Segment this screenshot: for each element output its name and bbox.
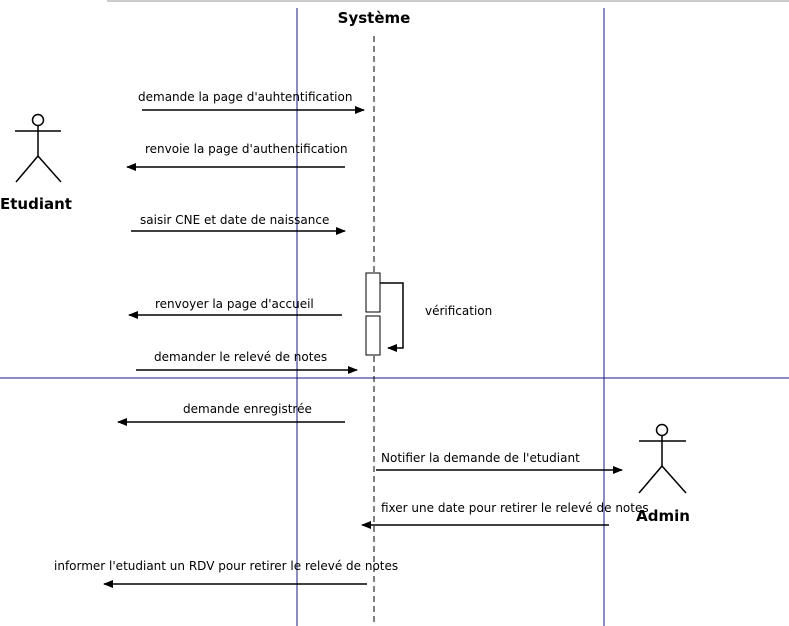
message-label: renvoie la page d'authentification [145,142,348,156]
activation-box-1 [365,272,381,313]
message-label: Notifier la demande de l'etudiant [381,451,580,465]
message-5: demander le relevé de notes [136,350,358,374]
message-label: demande la page d'auhtentification [138,90,352,104]
message-4: renvoyer la page d'accueil [128,297,342,319]
message-8: fixer une date pour retirer le relevé de… [361,501,649,529]
admin-actor-icon [638,423,687,494]
student-actor-icon [15,113,62,183]
message-2: renvoie la page d'authentification [126,142,348,171]
message-9: informer l'etudiant un RDV pour retirer … [54,559,398,588]
message-label: renvoyer la page d'accueil [155,297,314,311]
self-message-label: vérification [425,304,492,318]
message-1: demande la page d'auhtentification [138,90,365,114]
student-actor-label: Etudiant [0,195,72,213]
system-title: Système [338,9,411,27]
message-7: Notifier la demande de l'etudiant [376,451,623,474]
admin-actor-label: Admin [636,507,690,525]
message-label: demande enregistrée [183,402,312,416]
self-message-arrow [380,282,404,352]
message-3: saisir CNE et date de naissance [131,213,346,235]
message-label: demander le relevé de notes [154,350,327,364]
message-6: demande enregistrée [117,402,345,426]
message-label: fixer une date pour retirer le relevé de… [381,501,649,515]
message-label: informer l'etudiant un RDV pour retirer … [54,559,398,573]
activation-box-2 [365,315,381,356]
message-label: saisir CNE et date de naissance [140,213,329,227]
